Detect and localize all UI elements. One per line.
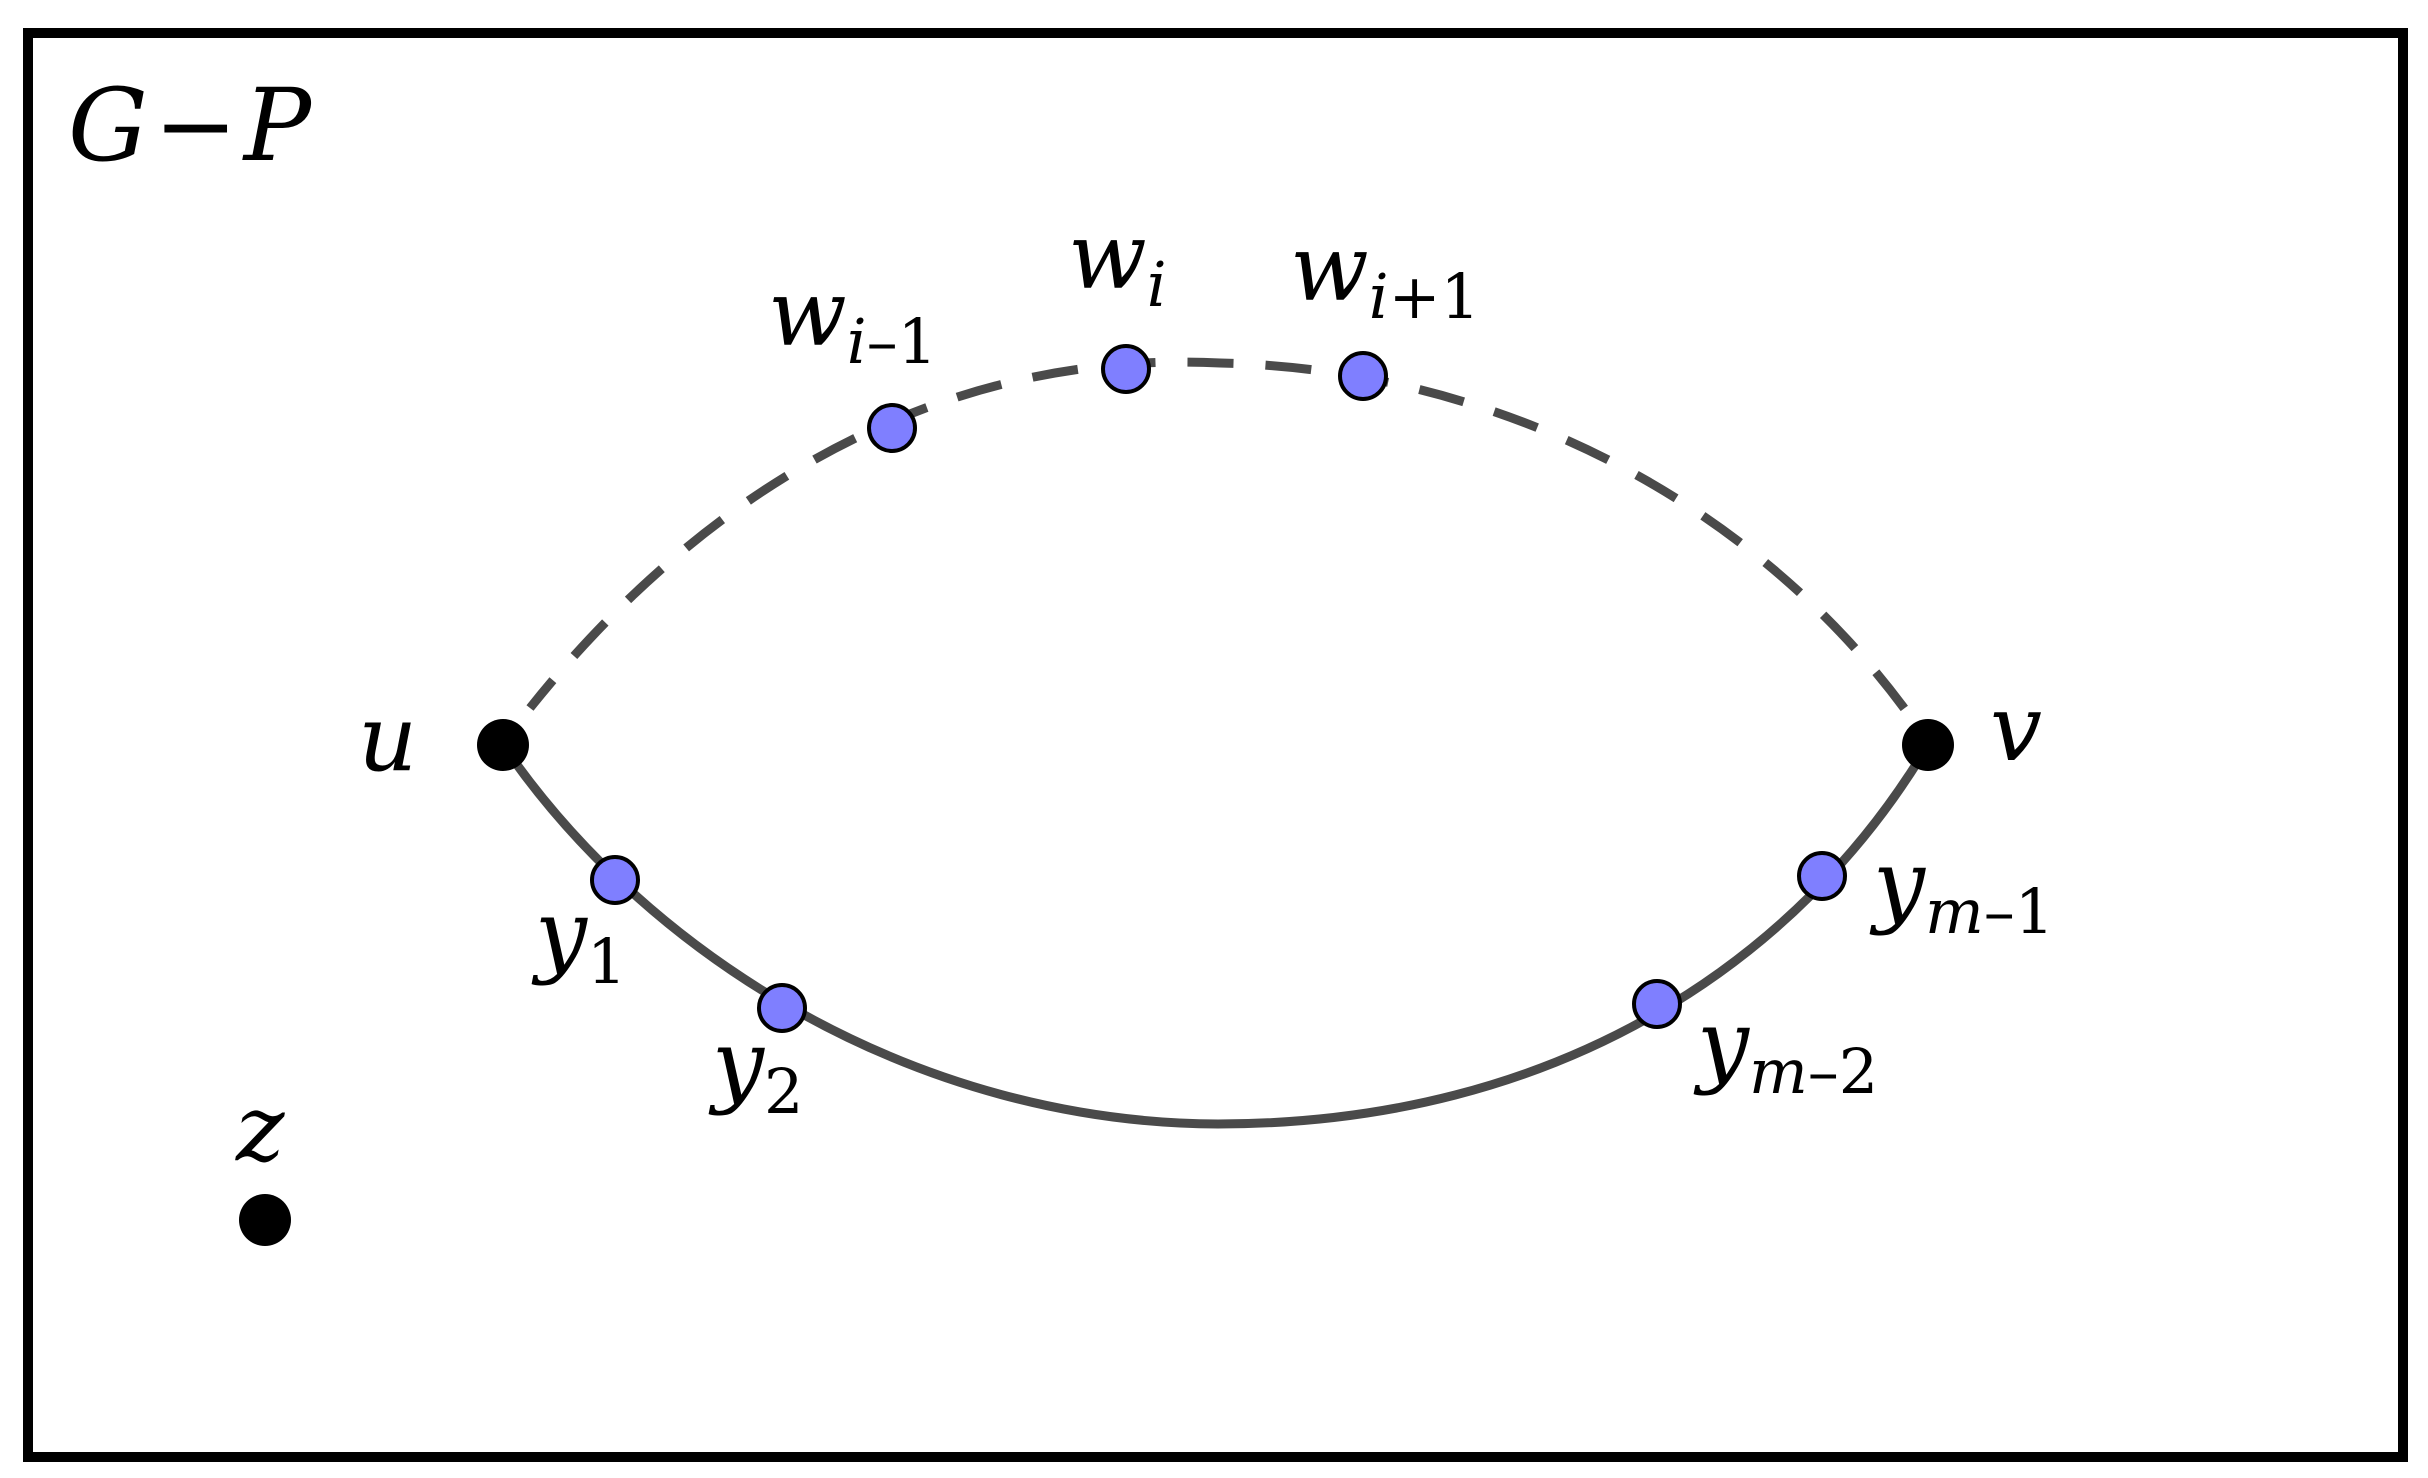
label-ym1: ym–1 — [1869, 830, 2054, 948]
graph-frame — [23, 28, 2408, 1462]
vertex-y1 — [590, 855, 640, 905]
label-u: u — [358, 685, 417, 792]
title-minus: − — [154, 67, 238, 184]
vertex-w-next — [1338, 351, 1388, 401]
vertex-y2 — [757, 983, 807, 1033]
vertex-w-i — [1101, 344, 1151, 394]
vertex-u — [477, 719, 529, 771]
label-y2: y2 — [708, 1010, 803, 1128]
vertex-z — [239, 1194, 291, 1246]
title-g: G — [68, 67, 148, 184]
frame-title: G−P — [68, 67, 313, 184]
label-y1: y1 — [531, 880, 626, 998]
label-z: z — [235, 1075, 285, 1182]
label-v: v — [1990, 675, 2042, 782]
vertex-v — [1902, 719, 1954, 771]
vertex-ym2 — [1632, 979, 1682, 1029]
vertex-ym1 — [1797, 851, 1847, 901]
label-ym2: ym–2 — [1693, 990, 1878, 1108]
vertex-w-prev — [867, 403, 917, 453]
label-w-next: wi+1 — [1290, 215, 1480, 333]
label-w-i: wi — [1068, 203, 1167, 321]
label-w-prev: wi–1 — [768, 260, 937, 378]
solid-path-y — [499, 742, 1932, 1129]
title-p: P — [242, 67, 313, 184]
dashed-path-w-curve — [526, 357, 1932, 745]
